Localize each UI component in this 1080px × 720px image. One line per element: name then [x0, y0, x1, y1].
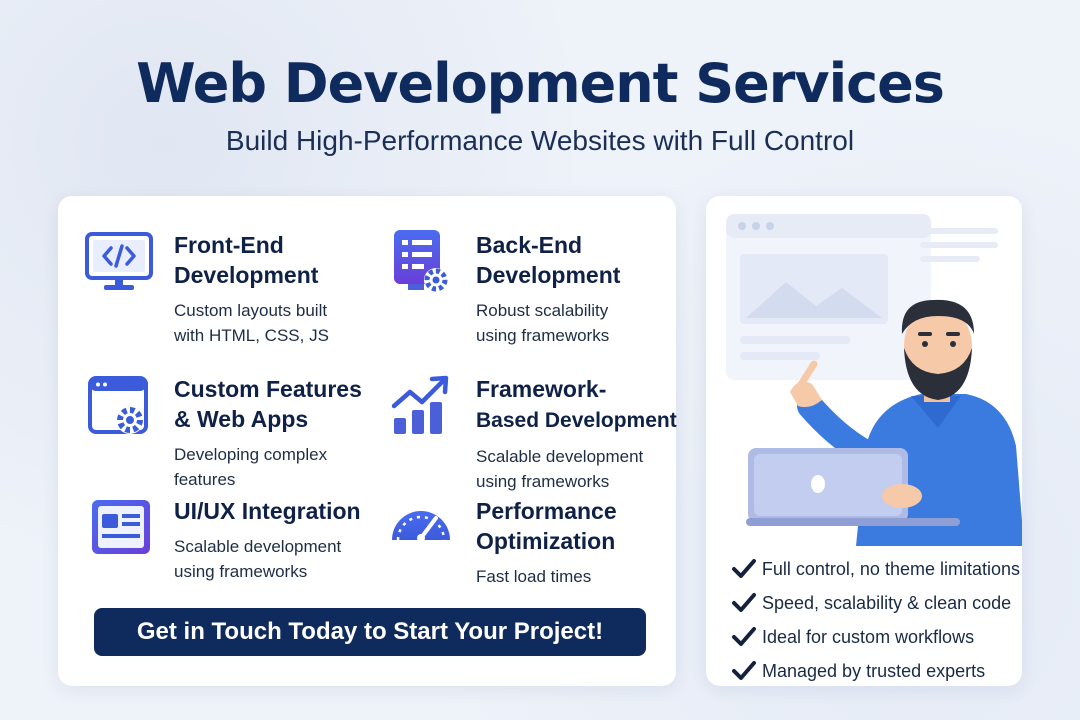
service-title-line1: Front-End	[174, 232, 284, 258]
get-in-touch-button[interactable]: Get in Touch Today to Start Your Project…	[94, 608, 646, 656]
benefit-text: Full control, no theme limitations	[761, 558, 1020, 579]
service-desc-line2: using frameworks	[476, 472, 610, 491]
service-desc-line2: with HTML, CSS, JS	[174, 326, 329, 345]
page-title: Web Development Services	[136, 52, 945, 115]
service-desc-line2: using frameworks	[476, 326, 610, 345]
service-desc-line1: Robust scalability	[476, 301, 609, 320]
service-title-line2: Based Development	[476, 409, 677, 432]
service-desc-line1: Scalable development	[476, 447, 644, 466]
benefit-item: Speed, scalability & clean code	[730, 586, 1020, 620]
service-desc-line2: using frameworks	[174, 562, 308, 581]
service-title-line2: Development	[174, 262, 319, 288]
service-desc-line1: Fast load times	[476, 567, 592, 586]
benefit-text: Ideal for custom workflows	[762, 626, 975, 647]
service-desc-line1: Scalable development	[174, 537, 342, 556]
benefits-list: Full control, no theme limitations Speed…	[730, 552, 1020, 686]
checkmark-icon	[732, 661, 756, 680]
browser-gear-icon	[88, 376, 148, 434]
benefit-text: Speed, scalability & clean code	[762, 592, 1012, 613]
service-title-line2: Optimization	[476, 528, 616, 554]
benefit-text: Managed by trusted experts	[762, 660, 986, 681]
service-title-line2: & Web Apps	[174, 406, 309, 432]
service-title-line1: UI/UX Integration	[174, 498, 361, 524]
benefit-item: Managed by trusted experts	[730, 654, 1020, 686]
server-gear-icon	[394, 230, 448, 292]
header: Web Development Services Build High-Perf…	[0, 52, 1080, 157]
layout-card-icon	[92, 500, 150, 554]
benefit-item: Full control, no theme limitations	[730, 552, 1020, 586]
speedometer-icon	[392, 511, 450, 542]
page-subtitle: Build High-Performance Websites with Ful…	[225, 125, 855, 156]
service-desc-line1: Developing complex	[174, 445, 328, 464]
service-title-line1: Custom Features	[174, 376, 362, 402]
service-desc-line1: Custom layouts built	[174, 301, 328, 320]
checkmark-icon	[732, 627, 756, 646]
service-title-line2: Development	[476, 262, 621, 288]
developer-illustration	[726, 214, 1022, 546]
checkmark-icon	[731, 559, 756, 578]
benefit-item: Ideal for custom workflows	[730, 620, 1020, 654]
benefits-card: Full control, no theme limitations Speed…	[706, 196, 1022, 686]
service-title-line1: Framework-	[476, 376, 607, 402]
service-desc-line2: features	[174, 470, 236, 489]
service-title-line1: Back-End	[476, 232, 583, 258]
service-title-line1: Performance	[476, 498, 617, 524]
checkmark-icon	[732, 593, 756, 612]
growth-chart-icon	[391, 375, 449, 434]
code-monitor-icon	[85, 232, 153, 290]
